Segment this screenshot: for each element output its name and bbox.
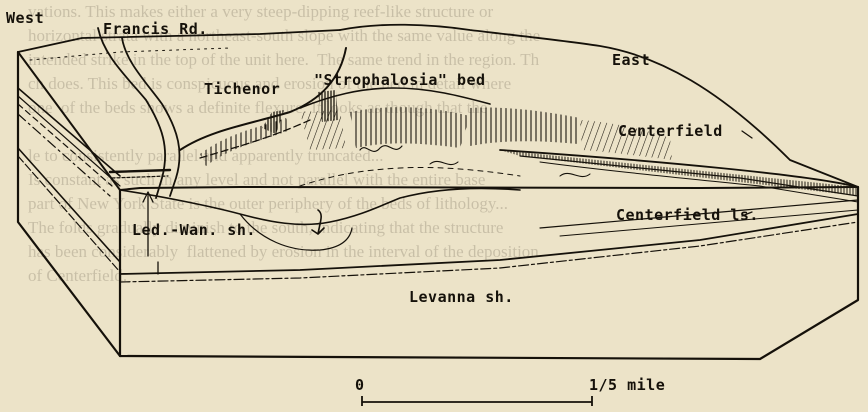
label-centerfield: Centerfield xyxy=(618,122,723,140)
label-tichenor: Tichenor xyxy=(204,80,280,98)
leader-centerfield xyxy=(742,131,752,138)
scale-bar xyxy=(362,396,592,406)
scale-label-zero: 0 xyxy=(355,376,365,394)
stream xyxy=(312,210,324,234)
label-led-wan-sh: Led.-Wan. sh. xyxy=(132,221,256,239)
label-francis-rd: Francis Rd. xyxy=(103,20,208,38)
label-strophalosia-bed: "Strophalosia" bed xyxy=(314,71,486,89)
valley-outline xyxy=(120,188,520,224)
label-levanna-sh: Levanna sh. xyxy=(409,288,514,306)
central-slope-hatch xyxy=(350,107,470,148)
left-face-strata xyxy=(18,88,120,176)
label-west: West xyxy=(6,9,44,27)
label-east: East xyxy=(612,51,650,69)
label-centerfield-ls: Centerfield ls. xyxy=(616,206,759,224)
scale-label-max: 1/5 mile xyxy=(589,376,665,394)
outcrop-squiggles xyxy=(360,146,402,152)
